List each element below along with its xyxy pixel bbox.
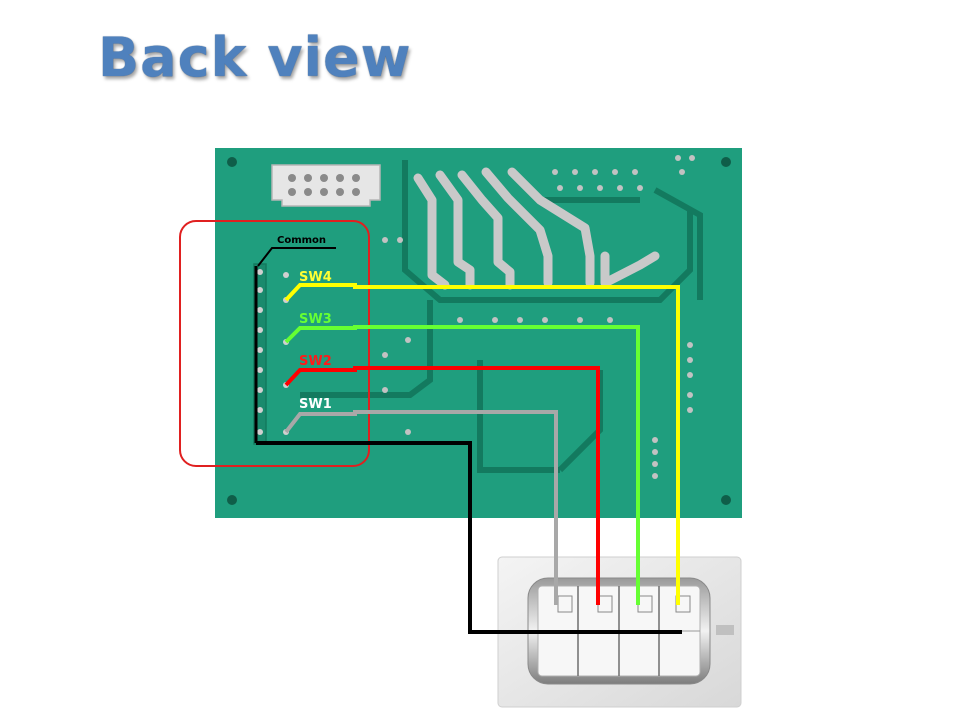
- sw4-label: SW4: [299, 270, 332, 285]
- terminal-highlight-box: [179, 220, 370, 467]
- common-label: Common: [277, 235, 326, 246]
- connector-block: [271, 164, 381, 207]
- pcb-traces: [300, 160, 703, 473]
- wire-sw4: [284, 283, 680, 605]
- wire-common: [256, 441, 682, 634]
- wire-sw1: [284, 410, 558, 605]
- page-title: Back view: [98, 26, 412, 89]
- pcb-pads: [382, 155, 695, 479]
- mounting-hole: [227, 157, 237, 167]
- wire-sw3: [284, 325, 640, 605]
- mounting-hole: [227, 495, 237, 505]
- relay-traces: [413, 167, 660, 290]
- sw3-label: SW3: [299, 312, 332, 327]
- pcb-board: [215, 148, 742, 518]
- sw1-label: SW1: [299, 397, 332, 412]
- mounting-hole: [721, 495, 731, 505]
- wires: [254, 247, 682, 634]
- wire-common-leader: [257, 247, 336, 267]
- wire-sw2: [284, 366, 600, 605]
- sw2-label: SW2: [299, 354, 332, 369]
- mounting-hole: [721, 157, 731, 167]
- brand-badge: [716, 625, 734, 635]
